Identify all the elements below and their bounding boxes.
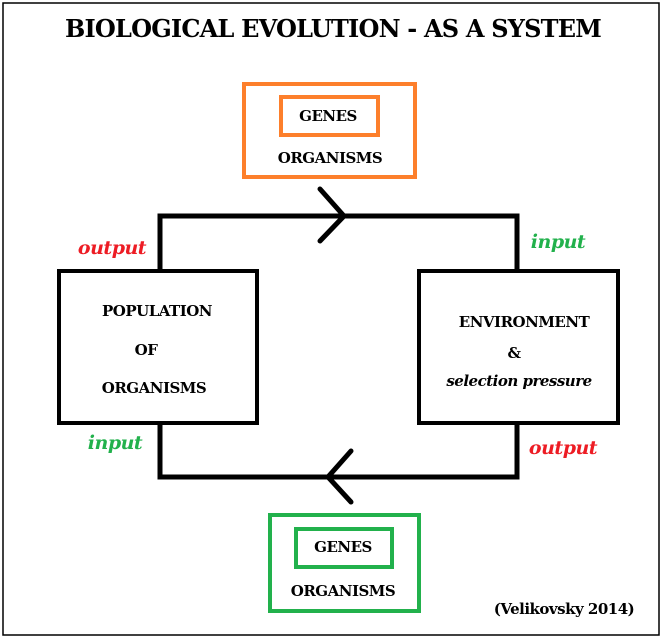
top-organisms-label: ORGANISMS [277,149,383,167]
bottom-outer-box [268,513,421,613]
top-connector [157,213,520,270]
diagram-title: BIOLOGICAL EVOLUTION - AS A SYSTEM [65,14,602,43]
population-output-label: output [77,237,147,259]
population-line2: OF [134,341,158,359]
environment-output-label: output [528,437,598,459]
top-genes-label: GENES [299,107,357,125]
environment-line3: selection pressure [446,372,592,390]
bottom-connector [157,424,520,480]
bottom-genes-label: GENES [314,538,372,556]
top-inner-box [279,95,380,137]
environment-line1: ENVIRONMENT [458,313,590,331]
bottom-organisms-label: ORGANISMS [290,582,396,600]
arrow-right-icon [317,186,348,244]
population-input-label: input [87,432,143,454]
top-outer-box [242,82,417,179]
environment-box [417,269,620,425]
arrow-left-icon [324,448,354,505]
environment-line2: & [507,344,521,362]
environment-input-label: input [530,231,586,253]
population-box [57,269,259,425]
population-line1: POPULATION [101,302,213,320]
population-line3: ORGANISMS [101,379,207,397]
bottom-inner-box [294,527,394,569]
citation: (Velikovsky 2014) [493,600,635,618]
